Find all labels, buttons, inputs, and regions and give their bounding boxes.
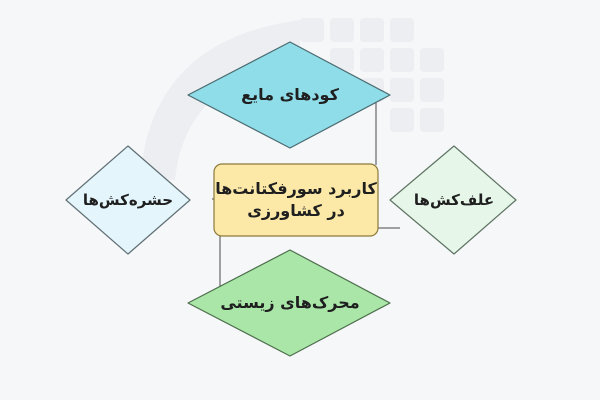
node-bottom-shape[interactable] <box>187 249 391 357</box>
watermark-tile <box>360 48 384 72</box>
watermark-tile <box>300 18 324 42</box>
watermark-tile <box>420 78 444 102</box>
node-right-label: علف‌کش‌ها <box>413 190 495 209</box>
watermark-tile <box>360 18 384 42</box>
node-top-label: کودهای مایع <box>241 85 339 105</box>
watermark-tile <box>420 48 444 72</box>
watermark-tile <box>390 78 414 102</box>
node-left-shape[interactable] <box>65 145 191 255</box>
watermark-tile <box>420 108 444 132</box>
center-box-label: کاربرد سورفکتانت‌ها در کشاورزی <box>215 179 377 220</box>
watermark-tile <box>390 48 414 72</box>
node-right-shape[interactable] <box>389 145 517 255</box>
watermark-tile <box>390 18 414 42</box>
watermark-tile <box>390 108 414 132</box>
node-top-shape[interactable] <box>187 41 391 149</box>
watermark-tile <box>330 18 354 42</box>
node-left-label: حشره‌کش‌ها <box>82 190 174 209</box>
center-box-shape[interactable] <box>213 163 379 237</box>
node-bottom-label: محرک‌های زیستی <box>220 293 360 313</box>
